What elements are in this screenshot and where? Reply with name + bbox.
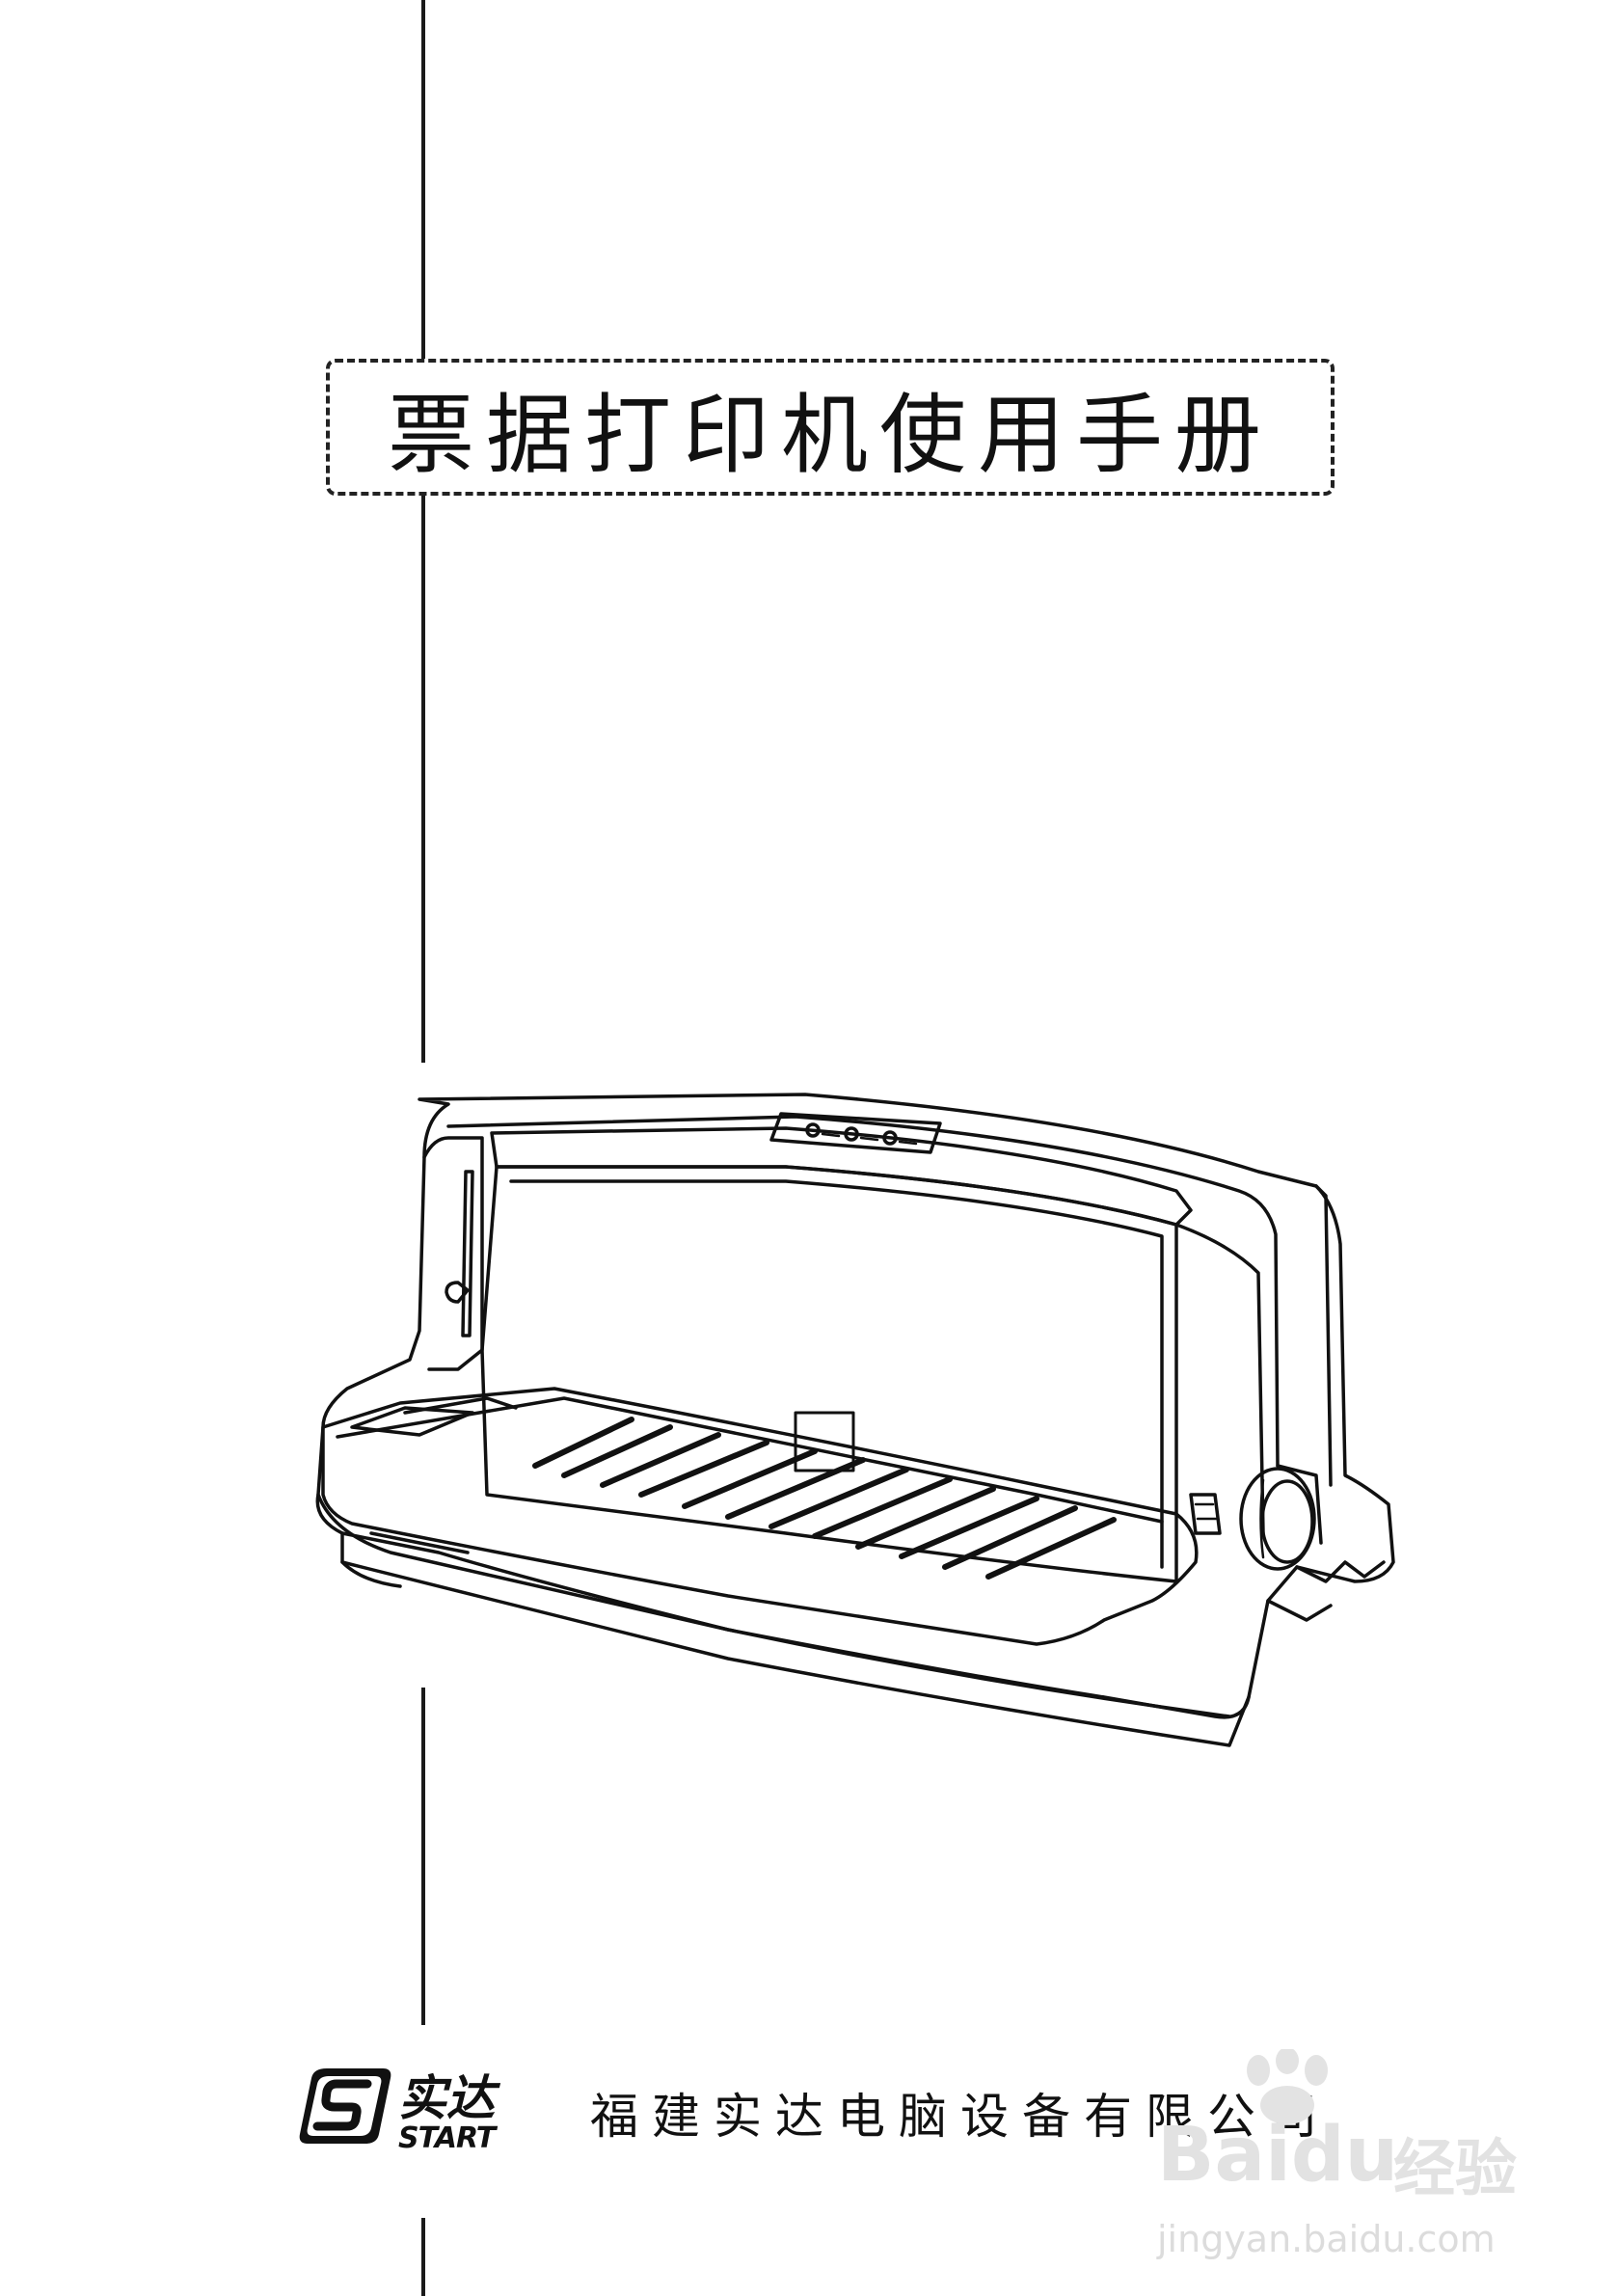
spine-line-top bbox=[421, 0, 425, 359]
baidu-jingyan-watermark: Baidu 经验 jingyan.baidu.com bbox=[1138, 2044, 1524, 2276]
title-frame: 票据打印机使用手册 bbox=[326, 359, 1335, 496]
spine-line-bottom bbox=[421, 2218, 425, 2296]
watermark-url: jingyan.baidu.com bbox=[1157, 2218, 1496, 2260]
logo-chinese: 实达 bbox=[398, 2070, 501, 2126]
spine-line-middle bbox=[421, 496, 425, 1063]
watermark-brand: Baidu bbox=[1157, 2112, 1399, 2199]
paw-icon bbox=[1247, 2049, 1328, 2124]
company-name: 福建实达电脑设备有限公司 bbox=[590, 2089, 1331, 2145]
start-logo: 实达 START bbox=[299, 2068, 501, 2155]
watermark-sub: 经验 bbox=[1393, 2134, 1517, 2205]
spine-line-lower bbox=[421, 1688, 425, 2025]
printer-illustration bbox=[315, 1093, 1395, 1747]
logo-english: START bbox=[398, 2121, 499, 2155]
manual-title: 票据打印机使用手册 bbox=[388, 385, 1273, 486]
